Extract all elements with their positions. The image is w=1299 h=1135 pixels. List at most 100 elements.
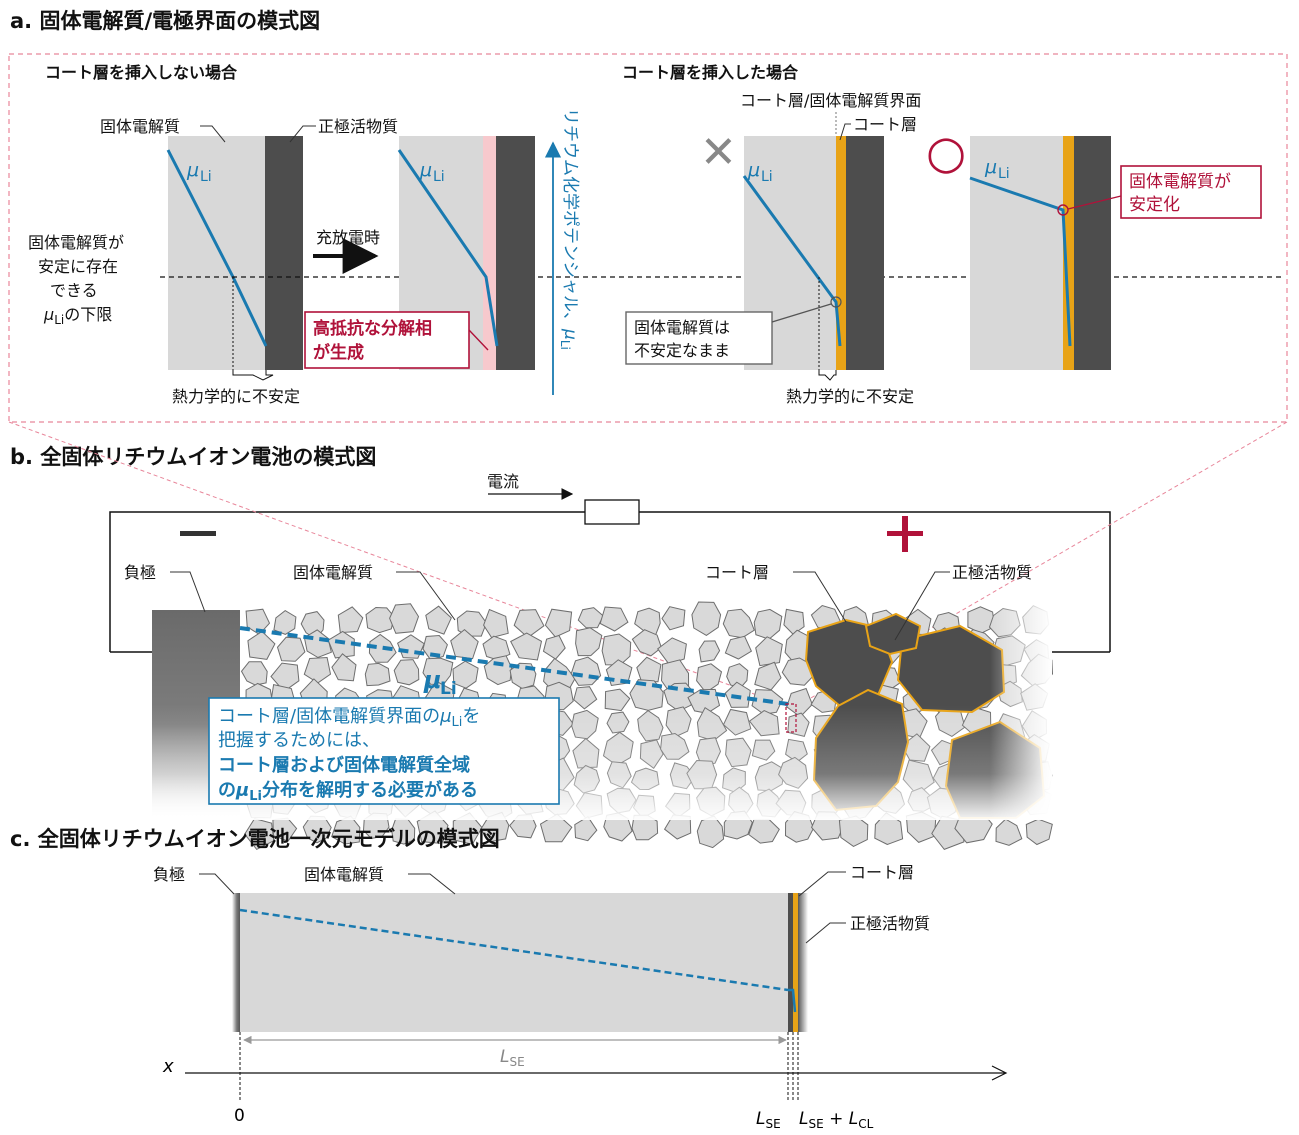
- note-1-mu: μ: [439, 706, 451, 727]
- electrolyte-particle: [337, 606, 364, 634]
- electrolyte-particle: [599, 606, 629, 632]
- tick-lse-L: L: [756, 1109, 765, 1129]
- interface-label: コート層/固体電解質界面: [740, 91, 921, 110]
- note-1-b: を: [462, 706, 480, 727]
- note-line-1: コート層/固体電解質界面のμLiを: [218, 706, 480, 730]
- electrolyte-particle: [570, 656, 602, 686]
- electrolyte-particle: [273, 609, 297, 635]
- electrolyte-particle: [244, 818, 275, 851]
- coat-label-b: コート層: [705, 563, 769, 582]
- electrolyte-particle: [724, 635, 753, 660]
- electrolyte-particle: [696, 815, 725, 849]
- tick-zero: 0: [234, 1106, 245, 1126]
- mu-line-c: [239, 908, 789, 992]
- electrolyte-particle: [722, 608, 755, 639]
- electrolyte-particle: [483, 655, 513, 686]
- anode-edge: [232, 893, 240, 1032]
- electrolyte-particle: [698, 640, 721, 663]
- charge-discharge-label: 充放電時: [316, 228, 380, 247]
- mu-label-3: μ: [747, 159, 760, 181]
- lower-limit-4: μLiの下限: [43, 305, 112, 327]
- electrolyte-particle: [393, 659, 420, 686]
- interface-box: [785, 703, 797, 733]
- electrolyte-particle: [574, 816, 598, 842]
- axis-mu: μ: [560, 328, 580, 340]
- cross-mark-icon: ✕: [700, 127, 737, 178]
- note-line-3: コート層および固体電解質全域: [218, 754, 470, 776]
- tick-2-plus: +: [824, 1109, 849, 1129]
- electrolyte-particle: [513, 609, 545, 639]
- electrolyte-particle: [691, 601, 722, 636]
- electrolyte-particle: [425, 605, 452, 635]
- mu-sub-3: Li: [761, 169, 773, 185]
- zoom-frame: [8, 53, 1288, 423]
- electrolyte-particle: [542, 634, 566, 660]
- mu-label-2: μ: [419, 159, 432, 181]
- lower-limit-sub: Li: [54, 313, 64, 327]
- electrolyte-particle: [577, 607, 604, 629]
- electrolyte-particle: [389, 603, 420, 634]
- section-b-title: b. 全固体リチウムイオン電池の模式図: [10, 445, 376, 469]
- cathode-label-b: 正極活物質: [952, 563, 1032, 582]
- electrolyte-particle: [1025, 818, 1053, 846]
- stabilized-1: 固体電解質が: [1129, 172, 1231, 192]
- axis-mu-sub: Li: [558, 340, 572, 350]
- stabilized-2: 安定化: [1129, 195, 1180, 215]
- resistor: [584, 499, 640, 525]
- label-solid-electrolyte: 固体電解質: [100, 117, 180, 136]
- electrolyte-particle: [510, 632, 543, 661]
- circle-mark-icon: ○: [926, 125, 966, 179]
- electrolyte-particle: [364, 662, 391, 687]
- anode-label-c: 負極: [153, 865, 185, 884]
- mu-distribution-line: [239, 626, 789, 706]
- right-fade: [990, 605, 1052, 820]
- electrolyte-particle: [422, 657, 454, 686]
- tick-lse: LSE: [756, 1109, 781, 1131]
- note-line-2: 把握するためには、: [218, 730, 380, 751]
- lse-dim-sub: SE: [509, 1055, 524, 1069]
- lower-limit-3: できる: [50, 281, 98, 300]
- electrolyte-particle: [724, 681, 751, 708]
- electrolyte-particle: [755, 636, 783, 667]
- coat-slab: [793, 893, 798, 1032]
- unstable-label-2: 熱力学的に不安定: [786, 387, 914, 406]
- note-box: [208, 697, 560, 805]
- left-heading: コート層を挿入しない場合: [45, 63, 238, 82]
- electrolyte-particle: [631, 629, 662, 657]
- note-4-b: 分布を解明する必要がある: [262, 779, 478, 801]
- note-4-mu: μ: [235, 780, 249, 801]
- label-cathode-active: 正極活物質: [318, 117, 398, 136]
- electrolyte-particle: [575, 627, 603, 657]
- electrolyte-particle: [391, 818, 416, 845]
- minus-sign: [180, 531, 216, 536]
- remains-unstable-1: 固体電解質は: [634, 318, 730, 337]
- electrolyte-particle: [657, 637, 687, 665]
- mu-sub-2: Li: [433, 169, 445, 185]
- zoom-line-left: [8, 421, 788, 707]
- note-line-4: のμLi分布を解明する必要がある: [218, 779, 478, 804]
- remains-unstable-2: 不安定なまま: [634, 341, 730, 360]
- electrolyte-particle: [327, 630, 355, 659]
- electrolyte-particle: [726, 663, 749, 689]
- interface-edge: [788, 893, 793, 1032]
- unstable-label-1: 熱力学的に不安定: [172, 387, 300, 406]
- decomposition-2: が生成: [313, 342, 364, 363]
- tick-lse-lcl: LSE + LCL: [799, 1109, 874, 1131]
- electrolyte-particle: [276, 636, 306, 662]
- electrolyte-particle: [601, 633, 632, 666]
- lower-limit-2: 安定に存在: [38, 257, 118, 276]
- mu-label: μ: [186, 159, 199, 181]
- electrolyte-label: 固体電解質: [293, 563, 373, 582]
- current-label: 電流: [487, 472, 519, 491]
- stabilized-callout: [1120, 165, 1262, 219]
- decomposition-1: 高抵抗な分解相: [313, 318, 432, 339]
- note-1-sub: Li: [452, 715, 463, 730]
- diagram-4-coat-stable: μ Li: [969, 136, 1111, 370]
- decomposition-callout: [304, 311, 470, 369]
- tick-2-L: L: [799, 1109, 808, 1129]
- electrolyte-particle: [783, 608, 805, 636]
- plus-sign: [887, 516, 923, 552]
- electrolyte-particle: [247, 630, 276, 660]
- electrolyte-particle: [995, 818, 1023, 846]
